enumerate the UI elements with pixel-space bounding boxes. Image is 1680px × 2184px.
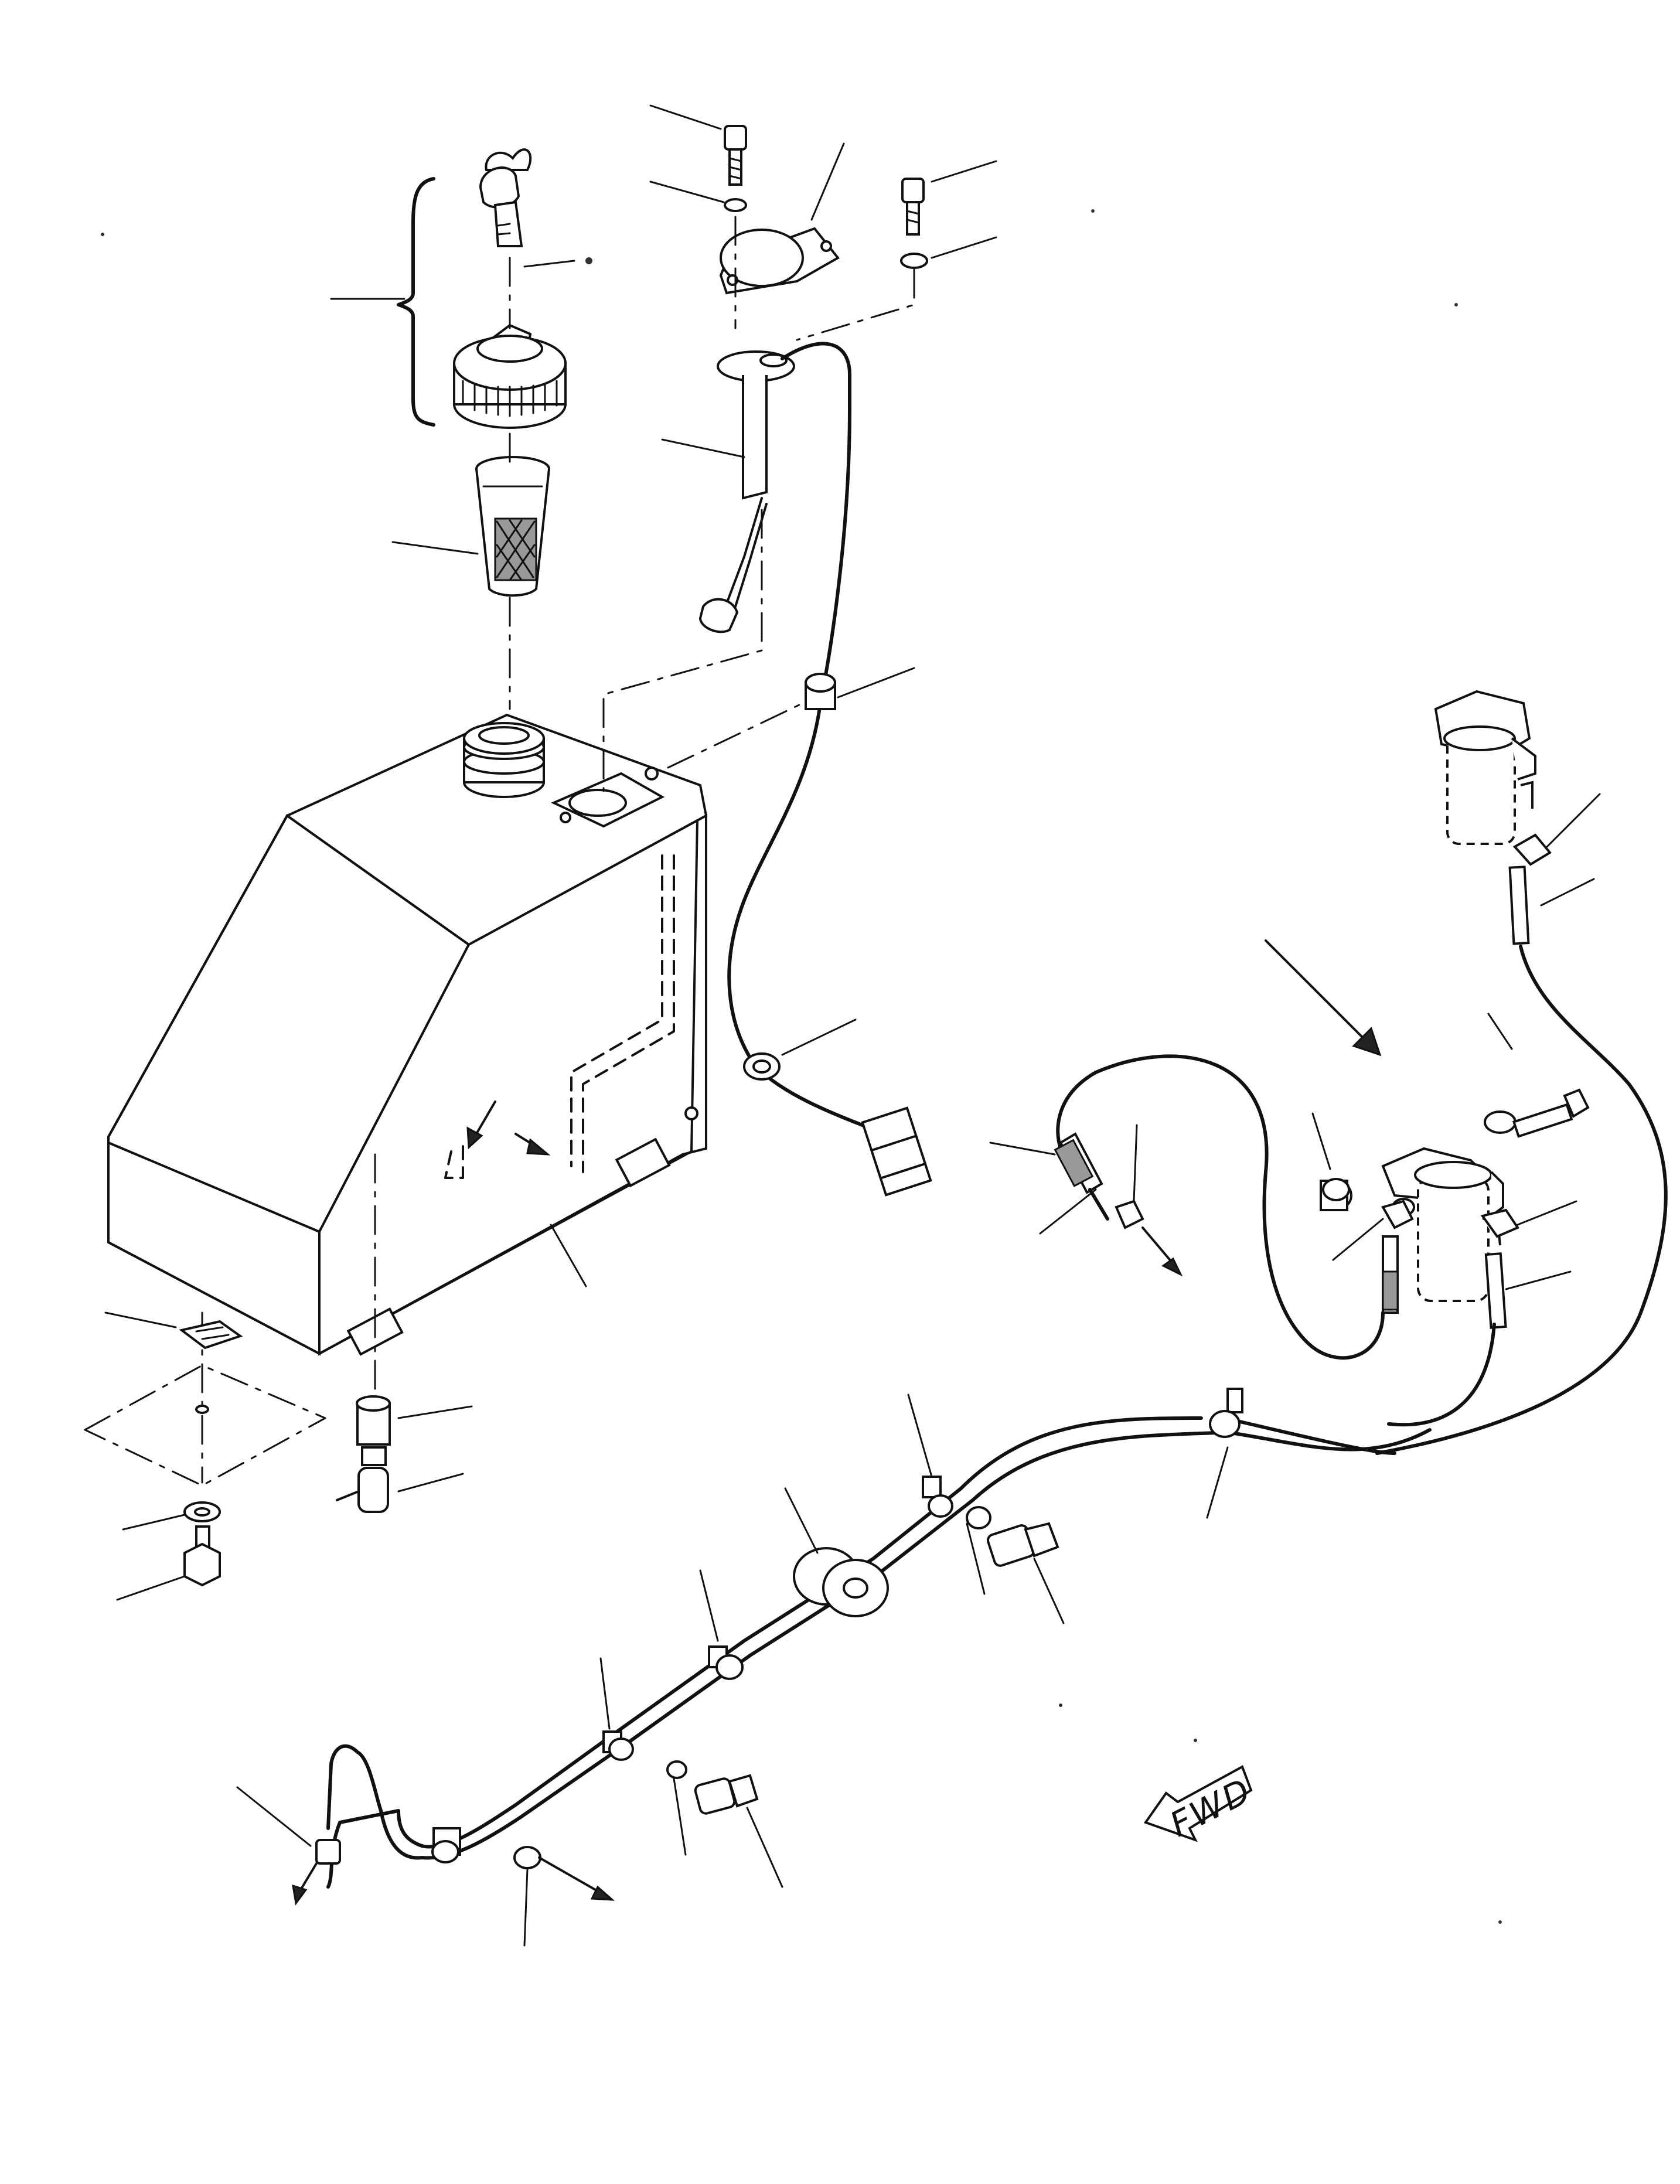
fuel-gauge-sender (698, 342, 851, 633)
fuel-filter-lower (1320, 1088, 1590, 1329)
washer-icon (183, 1501, 221, 1522)
bolt-icon (694, 1774, 759, 1815)
bolt-icon (1484, 1088, 1590, 1138)
grommet-icon (743, 1052, 781, 1081)
scan-specks (101, 209, 1502, 1924)
locking-fuel-cap (397, 148, 567, 429)
fuel-line-loop (1054, 1054, 1496, 1427)
connector-icon (861, 1106, 932, 1197)
bolt-icon (183, 1525, 221, 1587)
bolt-icon (986, 1522, 1059, 1567)
fuel-tank (107, 713, 708, 1356)
drain-fitting (336, 1395, 391, 1513)
pointer-arrow (1265, 939, 1382, 1057)
key-icon (479, 148, 532, 247)
tank-bracket (179, 1320, 243, 1414)
forward-direction-arrow: FWD (1143, 1765, 1259, 1845)
sender-flange (551, 772, 665, 828)
callout-leader-lines (104, 104, 1601, 1947)
main-fuel-line (292, 1388, 1432, 1906)
filler-strainer (475, 456, 550, 597)
screw-icon (724, 125, 747, 212)
screw-icon (900, 178, 928, 269)
fwd-label: FWD (1164, 1770, 1259, 1845)
sender-wire-harness (727, 408, 932, 1197)
grommet-icon (805, 673, 836, 710)
sender-cover (719, 227, 840, 295)
fuel-filter-upper (1375, 690, 1668, 1455)
filler-neck (463, 722, 545, 798)
